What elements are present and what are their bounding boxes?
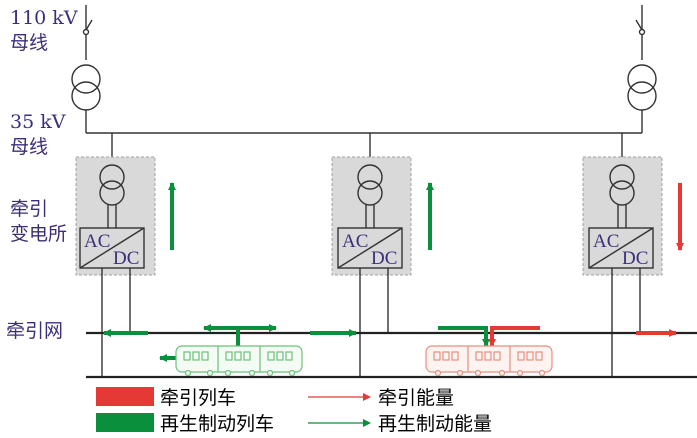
legend-regen-energy-label: 再生制动能量 — [378, 413, 492, 435]
bus-110kv-label: 110 kV — [10, 7, 78, 29]
substation-label-2: 变电所 — [10, 223, 67, 245]
regen-train — [175, 345, 303, 377]
legend-traction-train-label: 牵引列车 — [160, 387, 236, 409]
catenary-label: 牵引网 — [6, 320, 63, 342]
legend-traction-energy-label: 牵引能量 — [378, 387, 454, 409]
regen-to-traction-flow — [438, 326, 540, 347]
legend-traction-train-swatch — [96, 387, 154, 406]
converter-ac-label: AC — [593, 231, 619, 252]
legend: 牵引列车 再生制动列车 牵引能量 再生制动能量 — [96, 387, 492, 435]
traction-train — [425, 345, 553, 377]
dc-feeders — [101, 268, 641, 377]
legend-regen-train-label: 再生制动列车 — [160, 413, 274, 435]
converter-dc-label: DC — [371, 248, 397, 269]
substation-1: AC DC — [75, 156, 156, 276]
main-transformer-right — [627, 5, 657, 133]
converter-dc-label: DC — [622, 248, 648, 269]
bus-35kv-label-2: 母线 — [10, 136, 48, 158]
bus-35kv-label: 35 kV — [10, 111, 66, 133]
converter-ac-label: AC — [342, 231, 368, 252]
main-transformer-left — [71, 5, 101, 133]
bus-110kv-label-2: 母线 — [10, 32, 48, 54]
substation-3: AC DC — [582, 156, 663, 276]
converter-ac-label: AC — [84, 231, 110, 252]
substation-2: AC DC — [331, 156, 412, 276]
legend-regen-train-swatch — [96, 413, 154, 432]
substation-label: 牵引 — [10, 198, 48, 220]
converter-dc-label: DC — [113, 248, 139, 269]
